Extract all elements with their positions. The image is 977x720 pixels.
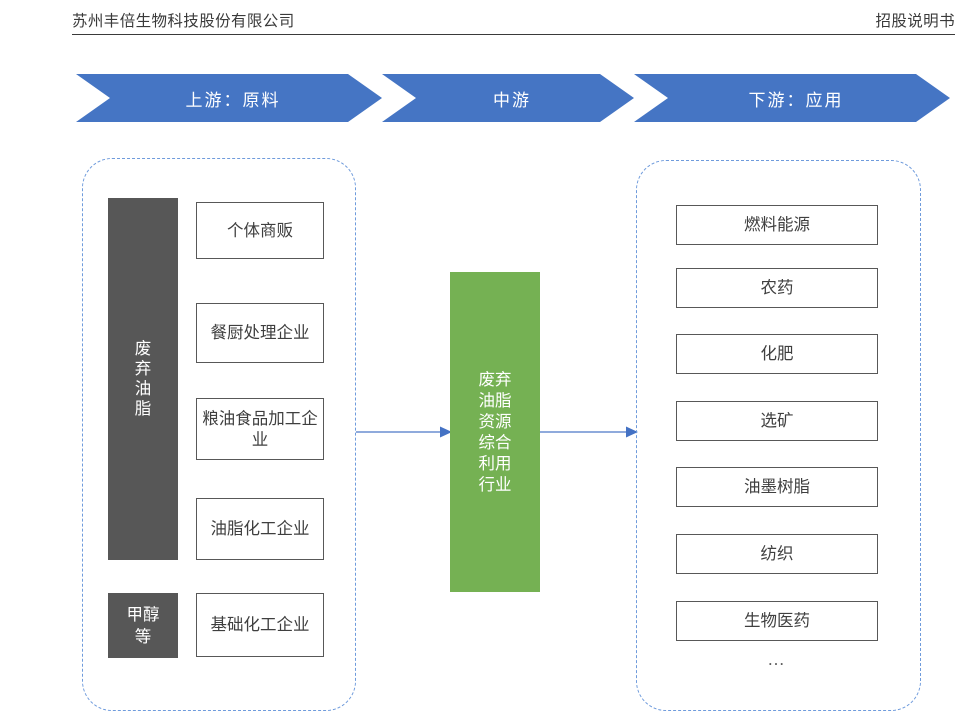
stage-chevron-label: 下游：应用: [748, 90, 844, 110]
stage-chevron-label: 上游：原料: [185, 90, 281, 110]
upstream-supplier-box: 个体商贩: [196, 202, 324, 259]
downstream-group-container: [636, 160, 921, 711]
downstream-application-box: 选矿: [676, 401, 878, 441]
downstream-application-box: 纺织: [676, 534, 878, 574]
upstream-source-waste-oil: 废弃油脂: [108, 198, 178, 560]
upstream-supplier-label: 餐厨处理企业: [210, 323, 310, 343]
upstream-source-methanol: 甲醇等: [108, 593, 178, 658]
stage-chevron-upstream: 上游：原料: [76, 74, 382, 122]
upstream-supplier-label: 粮油食品加工企业: [202, 408, 318, 449]
stage-chevron-midstream: 中游: [382, 74, 634, 122]
upstream-source-label: 废弃油脂: [134, 338, 152, 419]
downstream-application-label: 化肥: [760, 344, 794, 364]
header-company-name: 苏州丰倍生物科技股份有限公司: [72, 13, 295, 30]
upstream-supplier-box: 粮油食品加工企业: [196, 398, 324, 460]
downstream-ellipsis: …: [767, 650, 787, 669]
midstream-industry-box: 废弃油脂资源综合利用行业: [450, 272, 540, 592]
downstream-application-label: 燃料能源: [744, 215, 810, 235]
upstream-supplier-label: 基础化工企业: [210, 615, 310, 635]
arrow-midstream-to-downstream: [540, 426, 638, 438]
upstream-supplier-box: 油脂化工企业: [196, 498, 324, 560]
downstream-application-label: 纺织: [760, 544, 794, 564]
header-document-type: 招股说明书: [875, 13, 955, 30]
downstream-application-label: 选矿: [760, 411, 794, 431]
downstream-application-box: 生物医药: [676, 601, 878, 641]
midstream-industry-label: 废弃油脂资源综合利用行业: [478, 369, 512, 495]
downstream-application-box: 农药: [676, 268, 878, 308]
page-header: 苏州丰倍生物科技股份有限公司 招股说明书: [0, 0, 977, 40]
downstream-application-box: 燃料能源: [676, 205, 878, 245]
upstream-supplier-box: 基础化工企业: [196, 593, 324, 657]
stage-chevron-label: 中游: [493, 90, 531, 110]
downstream-application-label: 生物医药: [744, 611, 810, 631]
downstream-application-label: 农药: [760, 278, 794, 298]
stage-chevron-downstream: 下游：应用: [634, 74, 950, 122]
upstream-supplier-box: 餐厨处理企业: [196, 303, 324, 363]
upstream-source-label: 甲醇等: [126, 605, 160, 646]
upstream-supplier-label: 油脂化工企业: [210, 519, 310, 539]
downstream-application-box: 化肥: [676, 334, 878, 374]
upstream-group-container: [82, 158, 356, 711]
upstream-supplier-label: 个体商贩: [227, 220, 293, 240]
header-divider: [72, 34, 955, 35]
downstream-application-label: 油墨树脂: [744, 477, 810, 497]
downstream-application-box: 油墨树脂: [676, 467, 878, 507]
arrow-upstream-to-midstream: [356, 426, 452, 438]
